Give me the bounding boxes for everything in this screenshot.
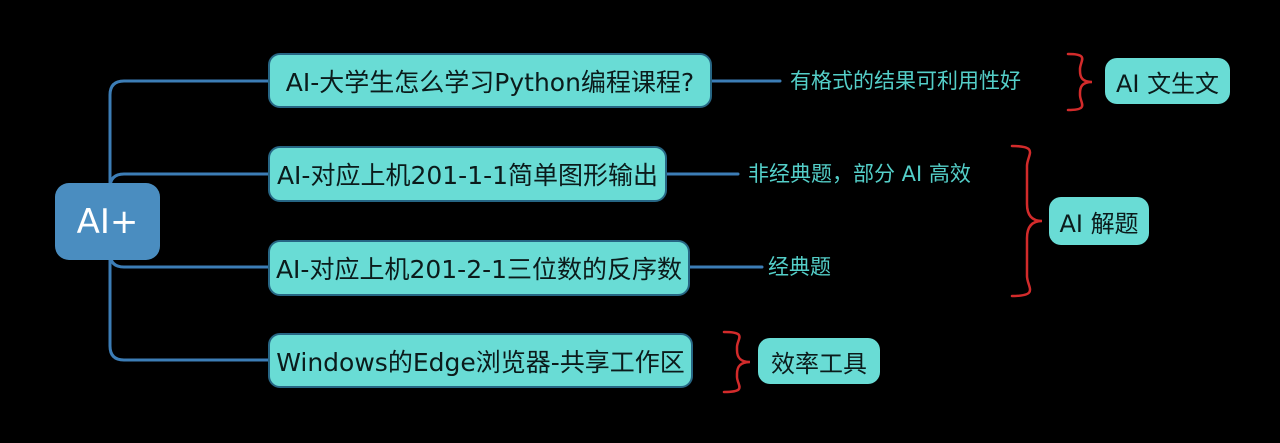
category-node-label: AI 文生文 <box>1115 69 1220 98</box>
note-text-row2[interactable]: 非经典题，部分 AI 高效 <box>748 162 971 186</box>
category-node-ai-jieti[interactable]: AI 解题 <box>1049 197 1149 245</box>
note-text-row3[interactable]: 经典题 <box>768 255 831 279</box>
brace-ai-wensheng <box>1066 52 1093 112</box>
brace-layer <box>722 52 1093 394</box>
category-node-label: 效率工具 <box>771 349 867 378</box>
category-node-label: AI 解题 <box>1059 209 1139 238</box>
topic-node-python-course[interactable]: AI-大学生怎么学习Python编程课程? <box>268 53 712 108</box>
topic-node-edge-workspace[interactable]: Windows的Edge浏览器-共享工作区 <box>268 333 693 388</box>
topic-node-label: AI-大学生怎么学习Python编程课程? <box>285 67 695 97</box>
note-text-row1[interactable]: 有格式的结果可利用性好 <box>790 69 1021 93</box>
brace-xiaolv-gongju <box>722 330 751 394</box>
category-node-ai-wensheng[interactable]: AI 文生文 <box>1105 58 1230 104</box>
root-node-label: AI+ <box>76 201 139 242</box>
root-node[interactable]: AI+ <box>55 183 160 260</box>
category-node-xiaolv-gongju[interactable]: 效率工具 <box>758 338 880 384</box>
topic-node-label: AI-对应上机201-2-1三位数的反序数 <box>275 255 683 284</box>
topic-node-label: Windows的Edge浏览器-共享工作区 <box>276 347 685 377</box>
branch-connectors <box>108 79 782 362</box>
brace-ai-jieti <box>1010 144 1043 298</box>
topic-node-201-2-1[interactable]: AI-对应上机201-2-1三位数的反序数 <box>268 240 690 296</box>
topic-node-201-1-1[interactable]: AI-对应上机201-1-1简单图形输出 <box>268 146 667 202</box>
topic-node-label: AI-对应上机201-1-1简单图形输出 <box>276 161 659 190</box>
